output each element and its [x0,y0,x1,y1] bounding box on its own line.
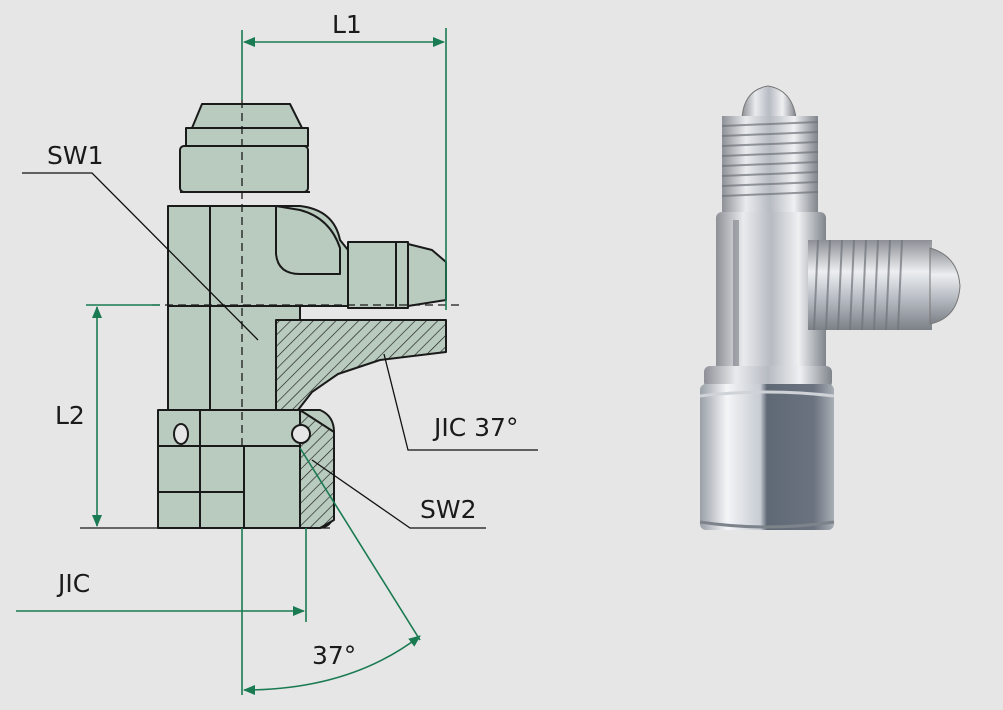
side-spigot [347,241,409,309]
label-l1: L1 [332,10,362,39]
photo-side-thread [808,239,961,331]
top-thread [179,145,309,193]
label-angle: 37° [312,641,356,670]
photo-body [716,212,826,380]
leader-lines [22,172,538,529]
label-sw1: SW1 [47,141,104,170]
hatched-section [275,319,447,411]
side-cone [407,243,447,307]
label-l2: L2 [55,401,85,430]
photo-hex-nut [700,384,834,530]
sw1-leader [22,172,259,341]
inner-port [275,205,341,275]
photo-top-cone [741,85,797,119]
photo-side-cone [929,247,961,325]
fitting-cross-section [157,103,447,529]
drawing-labels: L1 SW1 L2 JIC 37° SW2 JIC 37° [47,10,518,670]
angle-arc [243,635,421,695]
photo-top-thread [721,116,819,216]
fitting-photo [699,85,961,530]
dimension-lines [16,28,447,695]
label-sw2: SW2 [420,495,477,524]
center-lines [152,100,460,448]
top-cone [191,103,303,129]
nut-hole [173,423,189,445]
label-jic37: JIC 37° [432,413,518,442]
ball-seal [291,424,311,444]
jic37-leader [383,353,538,451]
label-jic: JIC [56,569,90,598]
sw2-leader [311,459,486,529]
top-spigot [185,127,309,147]
